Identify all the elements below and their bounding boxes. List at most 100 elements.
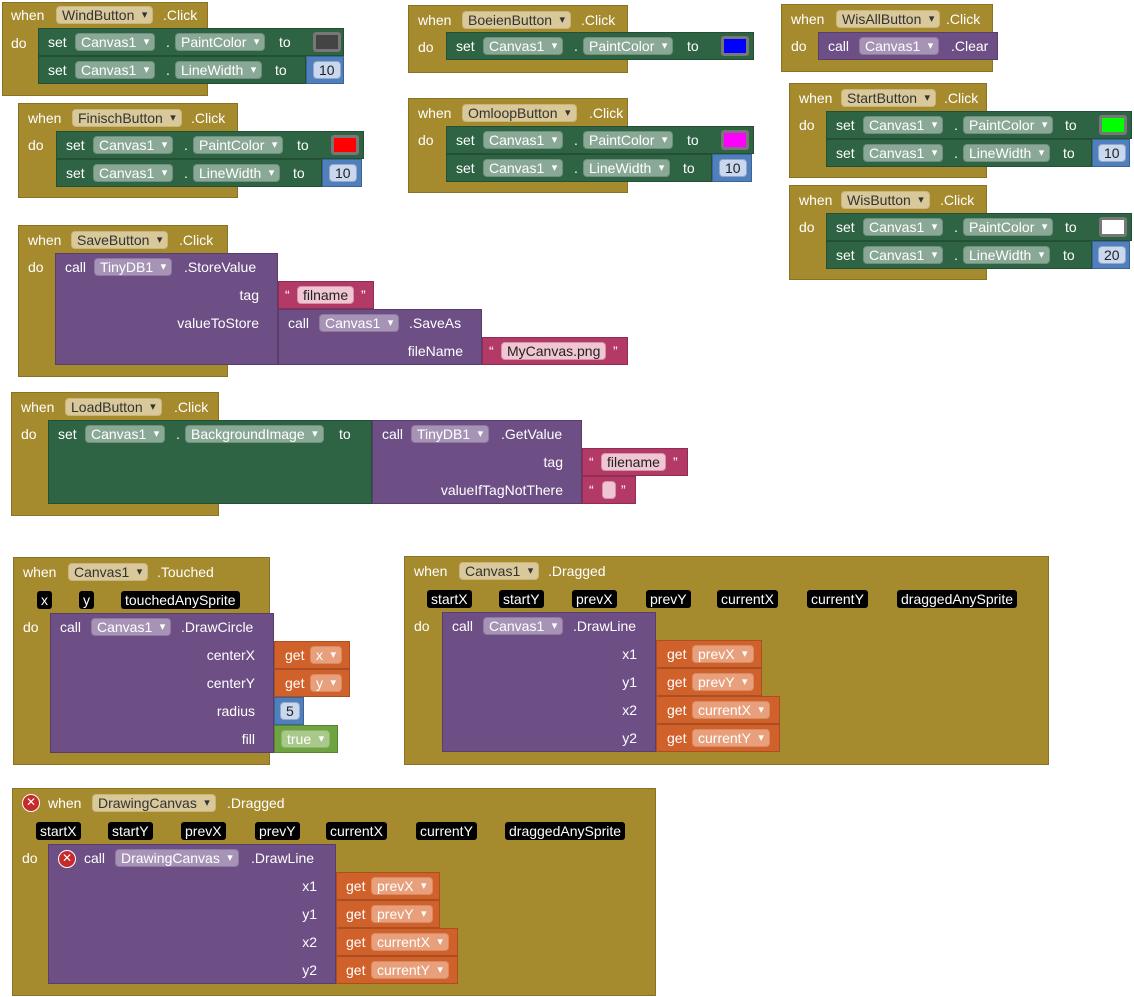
event-param[interactable]: startY <box>108 822 153 840</box>
event-param[interactable]: currentX <box>326 822 387 840</box>
event-param[interactable]: touchedAnySprite <box>121 591 240 609</box>
color-swatch[interactable] <box>721 130 749 150</box>
text-block[interactable]: “ MyCanvas.png ” <box>482 337 628 365</box>
component-dropdown[interactable]: WisAllButton <box>836 10 941 28</box>
call-saveas-block[interactable]: call Canvas1 .SaveAs fileName <box>278 309 482 365</box>
get-block[interactable]: get prevX <box>656 640 762 668</box>
variable-dropdown[interactable]: currentX <box>371 933 449 951</box>
color-swatch[interactable] <box>331 135 359 155</box>
component-dropdown[interactable]: WindButton <box>56 6 154 24</box>
text-block[interactable]: “ filname ” <box>278 281 374 309</box>
property-dropdown[interactable]: PaintColor <box>963 116 1054 134</box>
event-param[interactable]: prevY <box>255 822 300 840</box>
property-dropdown[interactable]: LineWidth <box>963 144 1051 162</box>
component-dropdown[interactable]: WisButton <box>841 191 930 209</box>
text-field[interactable]: filename <box>601 453 666 471</box>
component-dropdown[interactable]: Canvas1 <box>483 131 564 149</box>
number-field[interactable]: 10 <box>719 159 747 177</box>
text-field[interactable]: MyCanvas.png <box>501 342 607 360</box>
get-block[interactable]: get prevY <box>656 668 762 696</box>
component-dropdown[interactable]: TinyDB1 <box>94 258 173 276</box>
color-swatch[interactable] <box>313 32 341 52</box>
event-param[interactable]: prevX <box>181 822 226 840</box>
component-dropdown[interactable]: Canvas1 <box>483 617 564 635</box>
number-block[interactable]: 10 <box>306 56 344 84</box>
call-getvalue-block[interactable]: call TinyDB1 .GetValue tag valueIfTagNot… <box>372 420 582 504</box>
set-paintcolor-block[interactable]: set Canvas1 . PaintColor to <box>826 111 1132 139</box>
variable-dropdown[interactable]: currentY <box>371 961 449 979</box>
component-dropdown[interactable]: SaveButton <box>71 231 169 249</box>
text-field[interactable] <box>602 481 616 499</box>
property-dropdown[interactable]: LineWidth <box>963 246 1051 264</box>
set-paintcolor-block[interactable]: set Canvas1 . PaintColor to <box>56 131 364 159</box>
variable-dropdown[interactable]: y <box>310 674 342 692</box>
variable-dropdown[interactable]: prevX <box>371 877 433 895</box>
number-field[interactable]: 10 <box>1098 144 1126 162</box>
variable-dropdown[interactable]: prevY <box>692 673 754 691</box>
get-block[interactable]: get currentX <box>656 696 780 724</box>
variable-dropdown[interactable]: currentX <box>692 701 770 719</box>
component-dropdown[interactable]: Canvas1 <box>85 425 166 443</box>
error-x-icon[interactable]: ✕ <box>22 794 40 812</box>
component-dropdown[interactable]: StartButton <box>841 89 937 107</box>
component-dropdown[interactable]: Canvas1 <box>483 37 564 55</box>
component-dropdown[interactable]: TinyDB1 <box>411 425 490 443</box>
get-block[interactable]: get currentX <box>336 928 458 956</box>
property-dropdown[interactable]: LineWidth <box>175 61 263 79</box>
event-param[interactable]: draggedAnySprite <box>897 590 1018 608</box>
property-dropdown[interactable]: PaintColor <box>583 131 674 149</box>
variable-dropdown[interactable]: prevY <box>371 905 433 923</box>
call-drawline-block[interactable]: ✕ call DrawingCanvas .DrawLine x1 y1 x2 … <box>48 844 336 984</box>
component-dropdown[interactable]: DrawingCanvas <box>115 849 239 867</box>
set-linewidth-block[interactable]: set Canvas1 . LineWidth to <box>38 56 306 84</box>
number-field[interactable]: 5 <box>280 702 300 720</box>
variable-dropdown[interactable]: prevX <box>692 645 754 663</box>
number-field[interactable]: 20 <box>1098 246 1126 264</box>
get-block[interactable]: get x <box>274 641 350 669</box>
component-dropdown[interactable]: Canvas1 <box>863 144 944 162</box>
set-paintcolor-block[interactable]: set Canvas1 . PaintColor to <box>826 213 1132 241</box>
set-linewidth-block[interactable]: set Canvas1 . LineWidth to <box>826 241 1092 269</box>
event-param[interactable]: currentY <box>807 590 868 608</box>
component-dropdown[interactable]: Canvas1 <box>91 618 172 636</box>
set-paintcolor-block[interactable]: set Canvas1 . PaintColor to <box>446 32 754 60</box>
number-block[interactable]: 20 <box>1092 241 1130 269</box>
event-param[interactable]: prevY <box>646 590 691 608</box>
get-block[interactable]: get prevY <box>336 900 440 928</box>
error-x-icon[interactable]: ✕ <box>58 850 76 868</box>
set-paintcolor-block[interactable]: set Canvas1 . PaintColor to <box>38 28 344 56</box>
call-storevalue-block[interactable]: call TinyDB1 .StoreValue tag valueToStor… <box>55 253 278 365</box>
component-dropdown[interactable]: Canvas1 <box>483 159 564 177</box>
number-block[interactable]: 10 <box>1092 139 1130 167</box>
get-block[interactable]: get currentY <box>336 956 458 984</box>
component-dropdown[interactable]: LoadButton <box>65 398 162 416</box>
component-dropdown[interactable]: Canvas1 <box>93 164 174 182</box>
get-block[interactable]: get prevX <box>336 872 440 900</box>
variable-dropdown[interactable]: x <box>310 646 342 664</box>
number-block[interactable]: 10 <box>712 154 752 182</box>
property-dropdown[interactable]: LineWidth <box>193 164 281 182</box>
component-dropdown[interactable]: FinischButton <box>72 109 182 127</box>
color-swatch[interactable] <box>1099 217 1127 237</box>
property-dropdown[interactable]: PaintColor <box>175 33 266 51</box>
event-block-boeienbutton-click[interactable]: when BoeienButton .Click do <box>408 5 628 73</box>
event-param[interactable]: y <box>79 591 94 609</box>
component-dropdown[interactable]: Canvas1 <box>319 314 400 332</box>
number-block[interactable]: 10 <box>322 159 362 187</box>
color-swatch[interactable] <box>1099 115 1127 135</box>
text-field[interactable]: filname <box>297 286 355 304</box>
component-dropdown[interactable]: Canvas1 <box>863 116 944 134</box>
get-block[interactable]: get y <box>274 669 350 697</box>
property-dropdown[interactable]: PaintColor <box>193 136 284 154</box>
property-dropdown[interactable]: BackgroundImage <box>185 425 324 443</box>
color-swatch[interactable] <box>721 36 749 56</box>
event-param[interactable]: startY <box>499 590 544 608</box>
component-dropdown[interactable]: Canvas1 <box>459 562 540 580</box>
event-param[interactable]: currentY <box>416 822 477 840</box>
property-dropdown[interactable]: LineWidth <box>583 159 671 177</box>
text-block-empty[interactable]: “ ” <box>582 476 636 504</box>
component-dropdown[interactable]: Canvas1 <box>75 33 156 51</box>
component-dropdown[interactable]: BoeienButton <box>462 11 572 29</box>
number-field[interactable]: 10 <box>313 61 341 79</box>
get-block[interactable]: get currentY <box>656 724 780 752</box>
